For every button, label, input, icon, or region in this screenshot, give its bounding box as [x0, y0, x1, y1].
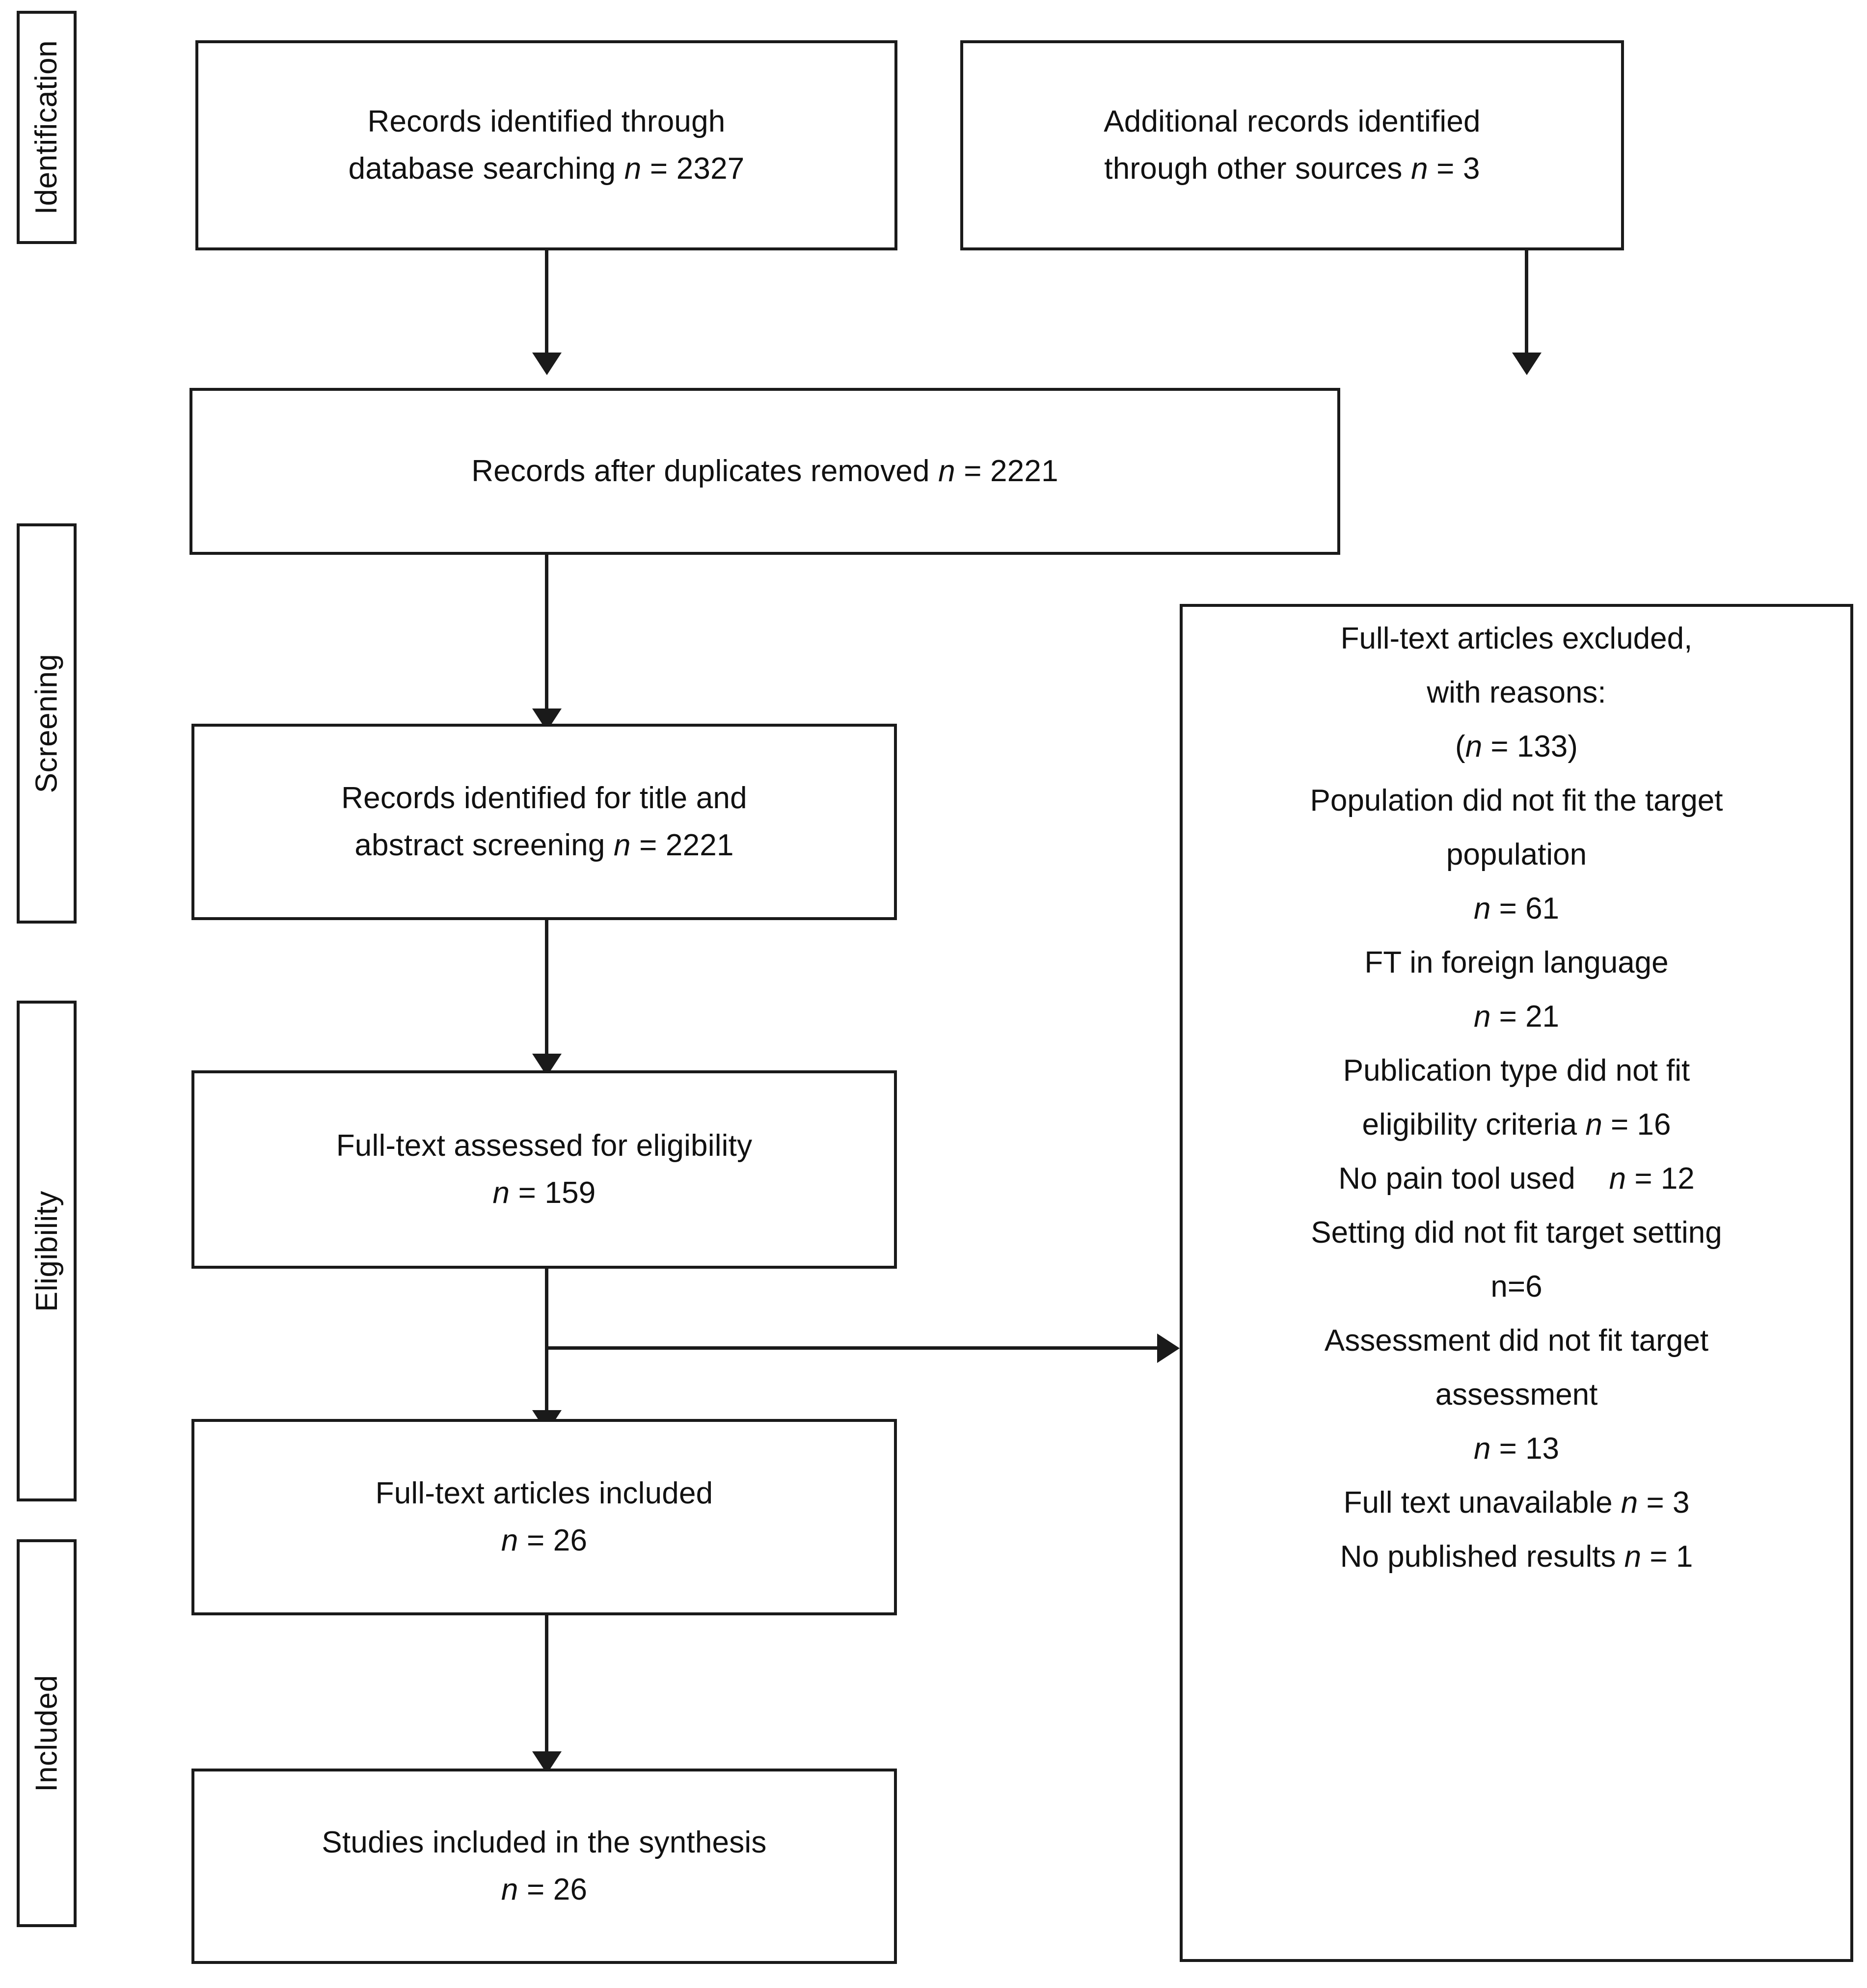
box-fulltext-assessed-eligibility: Full-text assessed for eligibility n = 1… — [191, 1070, 897, 1269]
box-fulltext-eligibility-line-1: Full-text assessed for eligibility — [336, 1128, 753, 1163]
excluded-reason-setting-count: n=6 — [1490, 1270, 1542, 1304]
box-title-abstract-screening: Records identified for title and abstrac… — [191, 724, 897, 920]
excluded-reason-publication-type-line-1: Publication type did not fit — [1343, 1054, 1690, 1088]
box-fulltext-articles-included: Full-text articles included n = 26 — [191, 1419, 897, 1615]
box-additional-records-line-2: through other sources n = 3 — [1104, 152, 1480, 186]
box-fulltext-included-line-2: n = 26 — [501, 1524, 588, 1557]
connector-screening-to-fulltext-line — [545, 920, 548, 1058]
box-fulltext-eligibility-line-2: n = 159 — [492, 1176, 596, 1210]
box-studies-included-synthesis: Studies included in the synthesis n = 26 — [191, 1769, 897, 1964]
box-studies-synthesis-line-1: Studies included in the synthesis — [322, 1825, 767, 1859]
excluded-reason-no-pain-tool: No pain tool used n = 12 — [1338, 1162, 1695, 1196]
stage-label-identification: Identification — [17, 11, 77, 244]
box-duplicates-removed-line-1: Records after duplicates removed n = 222… — [471, 454, 1058, 488]
excluded-line-with-reasons: with reasons: — [1427, 676, 1606, 709]
box-records-database-line-1: Records identified through — [367, 104, 726, 138]
excluded-reason-publication-type-line-2: eligibility criteria n = 16 — [1362, 1108, 1671, 1142]
stage-label-screening-text: Screening — [29, 654, 64, 793]
box-records-database-line-2: database searching n = 2327 — [348, 152, 745, 186]
box-title-abstract-line-2: abstract screening n = 2221 — [354, 828, 734, 862]
excluded-reason-foreign-language: FT in foreign language — [1364, 946, 1669, 980]
connector-eligibility-to-excluded-arrow — [1157, 1334, 1180, 1363]
excluded-reason-population-count: n = 61 — [1473, 892, 1560, 926]
stage-label-eligibility: Eligibility — [17, 1001, 77, 1501]
excluded-reason-assessment-line-1: Assessment did not fit target — [1324, 1324, 1709, 1358]
connector-eligibility-to-excluded-line — [546, 1346, 1160, 1350]
excluded-reason-setting: Setting did not fit target setting — [1311, 1216, 1722, 1250]
excluded-reason-assessment-line-2: assessment — [1435, 1378, 1598, 1412]
box-records-database-searching: Records identified through database sear… — [195, 40, 897, 250]
stage-label-included-text: Included — [29, 1674, 64, 1792]
stage-label-screening: Screening — [17, 523, 77, 924]
connector-eligibility-to-included-line — [545, 1269, 548, 1416]
excluded-reason-assessment-count: n = 13 — [1473, 1432, 1560, 1466]
excluded-reason-population-line-1: Population did not fit the target — [1310, 784, 1723, 817]
connector-other-to-duplicates-arrow — [1512, 353, 1542, 375]
excluded-reason-foreign-language-count: n = 21 — [1473, 1000, 1560, 1034]
stage-label-eligibility-text: Eligibility — [29, 1190, 64, 1312]
excluded-line-title: Full-text articles excluded, — [1340, 622, 1693, 655]
box-additional-records-other-sources: Additional records identified through ot… — [960, 40, 1624, 250]
box-fulltext-articles-excluded: Full-text articles excluded, with reason… — [1180, 604, 1853, 1962]
excluded-reason-full-text-unavailable: Full text unavailable n = 3 — [1343, 1486, 1690, 1520]
stage-label-identification-text: Identification — [29, 40, 64, 215]
excluded-reason-no-published-results: No published results n = 1 — [1340, 1540, 1693, 1574]
excluded-line-total: (n = 133) — [1455, 730, 1578, 763]
connector-db-to-duplicates-arrow — [532, 353, 562, 375]
connector-db-to-duplicates-line — [545, 250, 548, 356]
box-title-abstract-line-1: Records identified for title and — [341, 781, 747, 815]
box-records-after-duplicates-removed: Records after duplicates removed n = 222… — [189, 388, 1340, 555]
box-fulltext-included-line-1: Full-text articles included — [375, 1476, 713, 1510]
connector-duplicates-to-screening-line — [545, 555, 548, 712]
box-studies-synthesis-line-2: n = 26 — [501, 1873, 588, 1906]
box-additional-records-line-1: Additional records identified — [1104, 104, 1481, 138]
connector-other-to-duplicates-line — [1525, 250, 1528, 356]
connector-included-to-synthesis-line — [545, 1615, 548, 1757]
excluded-reason-population-line-2: population — [1446, 838, 1587, 871]
stage-label-included: Included — [17, 1539, 77, 1927]
